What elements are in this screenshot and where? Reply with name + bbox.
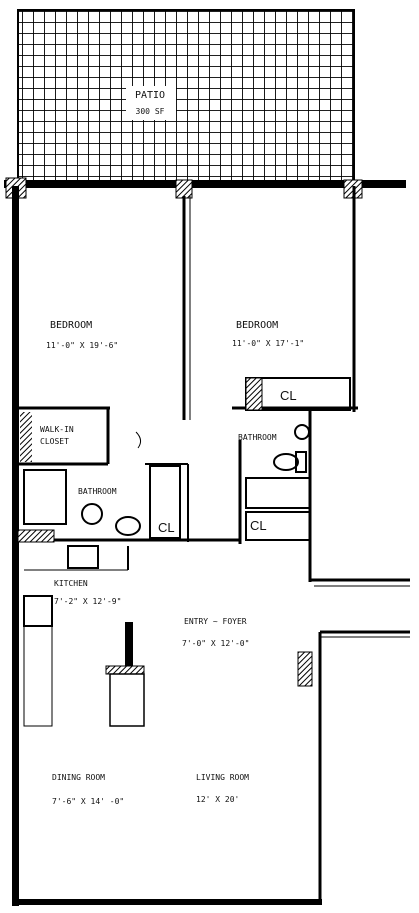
room-labels: BEDROOM 11'-0" X 19'-6" BEDROOM 11'-0" X… xyxy=(40,320,304,806)
walk-in-closet-label: WALK-IN xyxy=(40,425,74,434)
kitchen-dims: 7'-2" X 12'-9" xyxy=(54,597,121,606)
patio-label: PATIO xyxy=(135,90,165,101)
entry-foyer-dims: 7'-0" X 12'-0" xyxy=(182,639,249,648)
walk-in-closet-label-2: CLOSET xyxy=(40,437,69,446)
closet-label-bedroom-2: CL xyxy=(280,388,297,403)
living-room-dims: 12' X 20' xyxy=(196,795,239,804)
patio: PATIO 300 SF xyxy=(17,9,355,183)
dining-room-dims: 7'-6" X 14' -0" xyxy=(52,797,124,806)
living-room-label: LIVING ROOM xyxy=(196,773,249,782)
closet-label-bathroom-1: CL xyxy=(158,520,175,535)
closet-label-bathroom-2: CL xyxy=(250,518,267,533)
bedroom-2-dims: 11'-0" X 17'-1" xyxy=(232,339,304,348)
dining-room-label: DINING ROOM xyxy=(52,773,105,782)
bedroom-1-label: BEDROOM xyxy=(50,320,92,331)
bathroom-1-label: BATHROOM xyxy=(78,487,117,496)
bedroom-2-label: BEDROOM xyxy=(236,320,278,331)
kitchen-label: KITCHEN xyxy=(54,579,88,588)
interior-walls xyxy=(17,196,358,727)
bathroom-2-label: BATHROOM xyxy=(238,433,277,442)
patio-area: 300 SF xyxy=(136,107,165,116)
entry-foyer-label: ENTRY ~ FOYER xyxy=(184,617,247,626)
bedroom-1-dims: 11'-0" X 19'-6" xyxy=(46,341,118,350)
